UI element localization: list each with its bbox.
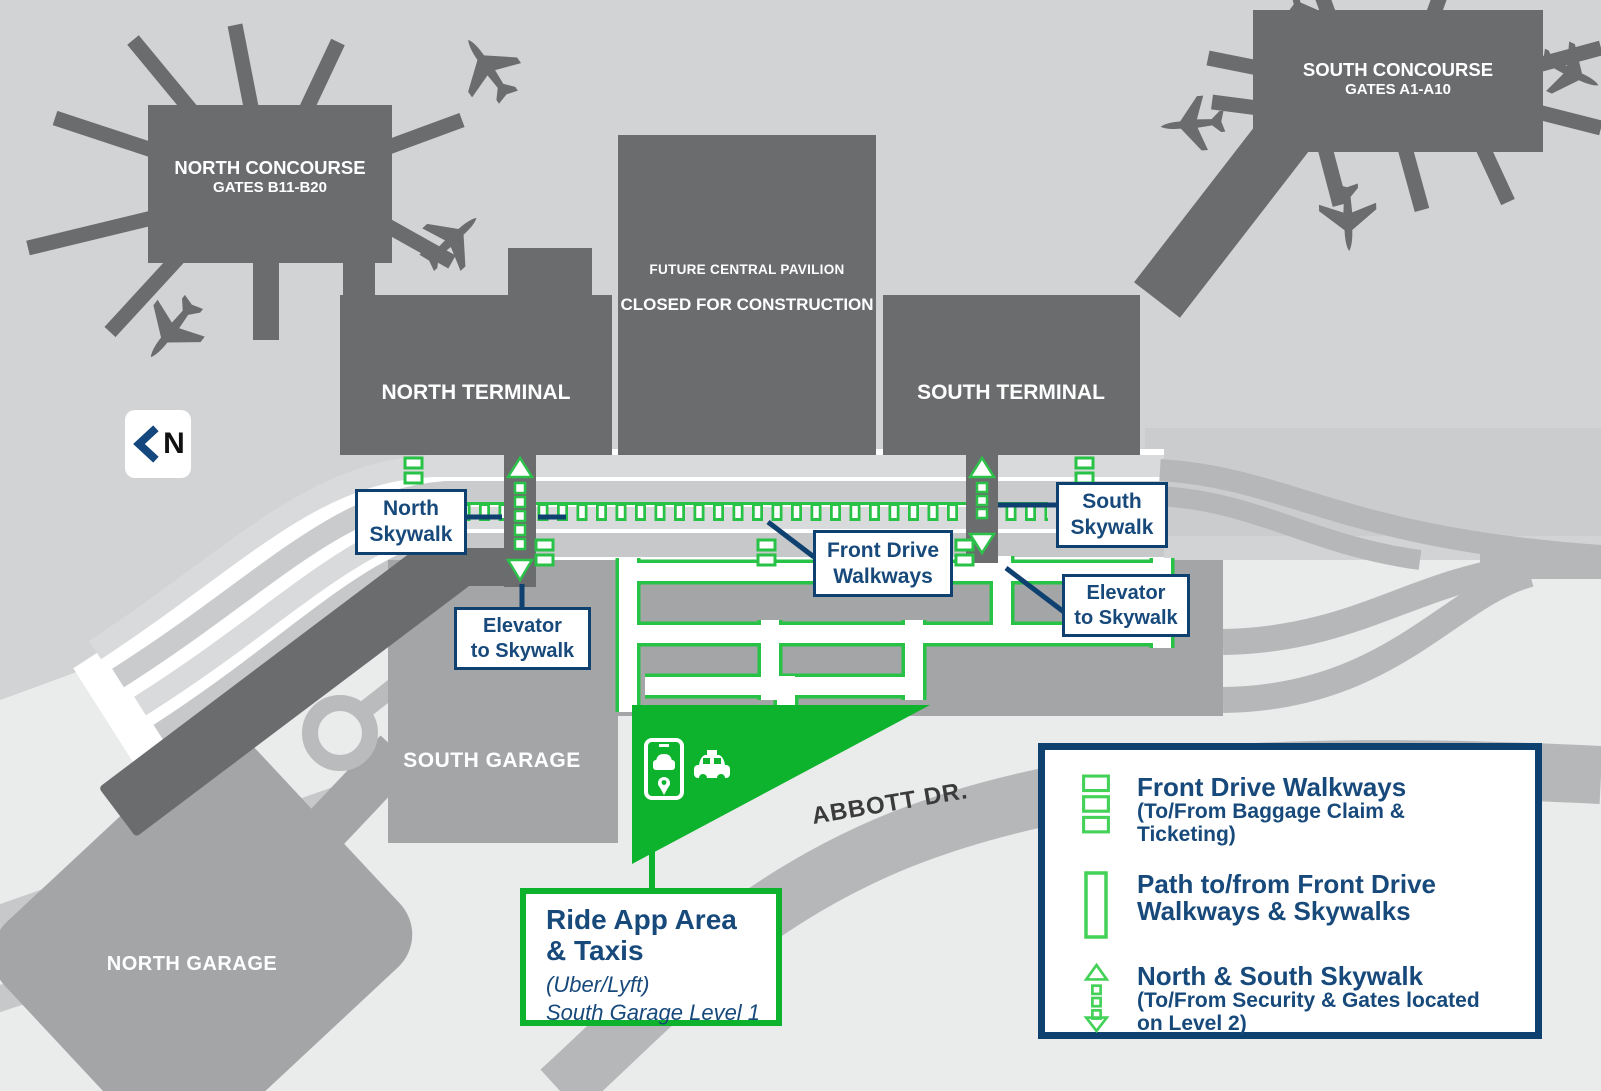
north-skywalk-arrow-icon	[505, 455, 535, 583]
east-roads	[1159, 459, 1601, 713]
south-concourse-label: SOUTH CONCOURSE GATES A1-A10	[1302, 59, 1494, 99]
elevator-to-skywalk-callout-south: Elevator to Skywalk	[1062, 574, 1190, 637]
front-drive-walkways-icon	[1075, 774, 1117, 836]
south-terminal-shape	[883, 295, 1140, 455]
legend-item-front-drive-walkways: Front Drive Walkways (To/From Baggage Cl…	[1075, 773, 1509, 847]
south-concourse-shape	[1253, 10, 1543, 152]
front-drive-walkways-callout: Front Drive Walkways	[813, 530, 953, 597]
north-letter: N	[163, 427, 185, 460]
front-drive-walkway-line	[440, 502, 1048, 521]
legend-item-path-to-walkways: Path to/from Front Drive Walkways & Skyw…	[1075, 870, 1509, 939]
skywalk-arrow-icon	[1075, 962, 1117, 1033]
central-pavilion-shape	[618, 135, 876, 455]
south-skywalk-callout: South Skywalk	[1056, 482, 1168, 548]
north-indicator: N	[125, 410, 191, 478]
elevator-to-skywalk-callout-north: Elevator to Skywalk	[454, 607, 591, 670]
ride-app-zone	[632, 705, 930, 892]
south-skywalk-arrow-icon	[967, 455, 997, 556]
skywalk-arrows	[505, 455, 997, 583]
front-drive-walkway-markers	[403, 456, 1095, 567]
south-garage-label: SOUTH GARAGE	[403, 749, 581, 772]
central-pavilion-label: FUTURE CENTRAL PAVILION CLOSED FOR CONST…	[620, 262, 874, 314]
path-icon	[1075, 870, 1117, 939]
terminal-ramp	[100, 536, 508, 836]
ride-app-area-callout: Ride App Area & Taxis (Uber/Lyft) South …	[520, 888, 782, 1026]
callout-leader-lines	[467, 502, 1066, 614]
north-skywalk-callout: North Skywalk	[355, 489, 467, 555]
north-garage-shape	[0, 674, 416, 1091]
north-concourse-label: NORTH CONCOURSE GATES B11-B20	[174, 157, 366, 197]
north-garage-label: NORTH GARAGE	[106, 953, 278, 975]
map-legend: Front Drive Walkways (To/From Baggage Cl…	[1038, 743, 1542, 1039]
buildings	[26, 0, 1601, 587]
north-chevron-icon	[133, 425, 159, 463]
north-terminal-label: NORTH TERMINAL	[381, 381, 571, 404]
legend-item-skywalk: North & South Skywalk (To/From Security …	[1075, 962, 1509, 1036]
taxi-icon	[694, 750, 730, 782]
north-concourse-gates	[26, 23, 465, 338]
ride-app-icon	[644, 738, 684, 800]
north-terminal-shape	[340, 295, 612, 455]
south-terminal-label: SOUTH TERMINAL	[917, 381, 1105, 404]
